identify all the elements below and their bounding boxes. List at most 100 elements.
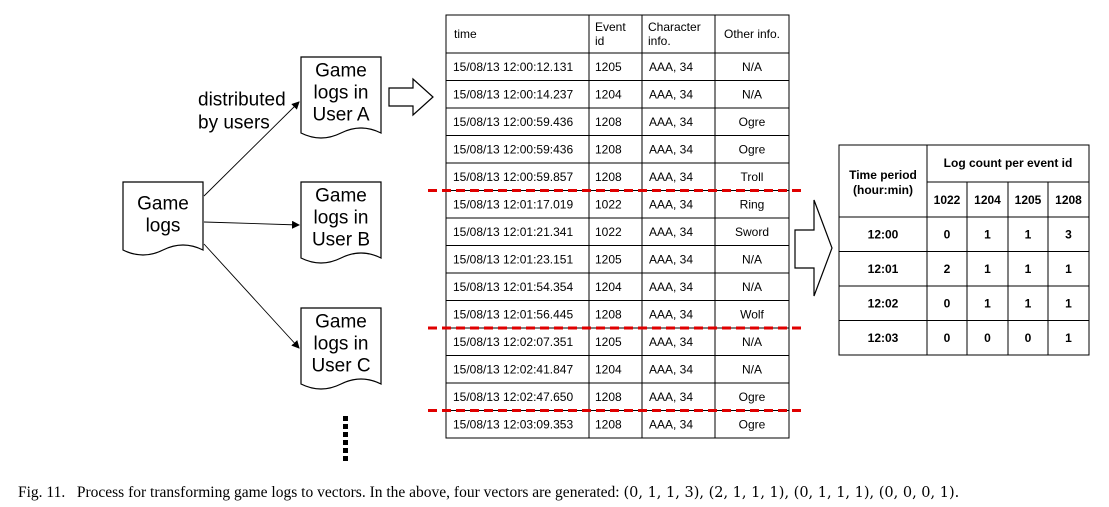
log-count-cell: 1: [1025, 296, 1032, 310]
log-time-cell: 15/08/13 12:01:17.019: [453, 197, 573, 211]
log-other-info-cell: Ogre: [739, 142, 766, 156]
log-other-info-cell: Ogre: [739, 115, 766, 129]
log-count-cell: 3: [1065, 227, 1072, 241]
distributed-label: by users: [198, 113, 270, 134]
log-event-id-cell: 1022: [595, 197, 622, 211]
log-event-id-cell: 1205: [595, 335, 622, 349]
log-count-cell: 1: [1025, 262, 1032, 276]
log-other-info-cell: N/A: [742, 87, 762, 101]
log-count-cell: 1: [984, 227, 991, 241]
log-time-cell: 15/08/13 12:01:21.341: [453, 225, 573, 239]
log-count-cell: 0: [944, 227, 951, 241]
log-count-cell: 1: [984, 296, 991, 310]
event-id-header: 1022: [934, 193, 961, 207]
distribution-arrow: [203, 243, 300, 349]
user-logs-document: [300, 307, 382, 390]
log-character-cell: AAA, 34: [649, 280, 693, 294]
game-logs-line: Game: [137, 194, 189, 215]
game-logs-line: logs: [146, 216, 181, 237]
caption-vectors: (0, 1, 1, 3), (2, 1, 1, 1), (0, 1, 1, 1)…: [623, 485, 960, 501]
log-time-cell: 15/08/13 12:01:54.354: [453, 280, 573, 294]
user-logs-line: Game: [315, 61, 367, 82]
log-character-cell: AAA, 34: [649, 170, 693, 184]
event-id-header: 1204: [974, 193, 1001, 207]
log-time-cell: 15/08/13 12:02:41.847: [453, 362, 573, 376]
user-logs-line: User C: [311, 356, 370, 377]
log-event-id-cell: 1205: [595, 60, 622, 74]
log-event-id-cell: 1208: [595, 170, 622, 184]
log-table-header: Event: [595, 20, 626, 34]
log-other-info-cell: Ring: [740, 197, 765, 211]
distributed-label: distributed: [198, 90, 286, 111]
log-count-cell: 0: [944, 296, 951, 310]
block-arrow-to-count-table: [794, 199, 833, 297]
log-character-cell: AAA, 34: [649, 197, 693, 211]
log-time-cell: 15/08/13 12:00:59.436: [453, 115, 573, 129]
time-period-cell: 12:02: [868, 296, 899, 310]
distribution-arrow: [203, 101, 300, 197]
ellipsis-dot: [343, 440, 348, 445]
log-table-header: info.: [648, 34, 671, 48]
log-count-header: Log count per event id: [944, 156, 1073, 170]
log-other-info-cell: Sword: [735, 225, 769, 239]
user-logs-document: [300, 181, 382, 264]
log-other-info-cell: Ogre: [739, 390, 766, 404]
log-time-cell: 15/08/13 12:01:23.151: [453, 252, 573, 266]
log-count-cell: 0: [1025, 331, 1032, 345]
log-event-id-cell: 1022: [595, 225, 622, 239]
log-character-cell: AAA, 34: [649, 417, 693, 431]
log-event-id-cell: 1208: [595, 142, 622, 156]
event-id-header: 1208: [1055, 193, 1082, 207]
user-logs-line: User B: [312, 230, 370, 251]
log-character-cell: AAA, 34: [649, 115, 693, 129]
log-table-header: Character: [648, 20, 701, 34]
log-time-cell: 15/08/13 12:00:14.237: [453, 87, 573, 101]
time-period-cell: 12:00: [868, 227, 899, 241]
user-logs-line: Game: [315, 186, 367, 207]
more-users-ellipsis: [343, 416, 348, 461]
user-logs-line: Game: [315, 312, 367, 333]
log-time-cell: 15/08/13 12:02:47.650: [453, 390, 573, 404]
event-id-header: 1205: [1015, 193, 1042, 207]
log-character-cell: AAA, 34: [649, 335, 693, 349]
log-event-id-cell: 1208: [595, 390, 622, 404]
log-character-cell: AAA, 34: [649, 142, 693, 156]
log-time-cell: 15/08/13 12:00:12.131: [453, 60, 573, 74]
log-other-info-cell: N/A: [742, 280, 762, 294]
user-logs-line: User A: [312, 105, 369, 126]
log-other-info-cell: Ogre: [739, 417, 766, 431]
log-count-cell: 1: [1065, 331, 1072, 345]
user-logs-line: logs in: [314, 334, 369, 355]
log-event-id-cell: 1204: [595, 87, 622, 101]
log-time-cell: 15/08/13 12:00:59.857: [453, 170, 573, 184]
ellipsis-dot: [343, 456, 348, 461]
log-character-cell: AAA, 34: [649, 87, 693, 101]
caption-label: Fig. 11.: [18, 484, 66, 501]
log-event-id-cell: 1204: [595, 280, 622, 294]
log-count-cell: 2: [944, 262, 951, 276]
log-event-id-cell: 1208: [595, 115, 622, 129]
log-other-info-cell: Troll: [741, 170, 764, 184]
figure-caption: Fig. 11. Process for transforming game l…: [18, 484, 1103, 502]
log-other-info-cell: N/A: [742, 60, 762, 74]
log-count-cell: 1: [984, 262, 991, 276]
log-count-cell: 1: [1025, 227, 1032, 241]
log-count-cell: 0: [944, 331, 951, 345]
log-character-cell: AAA, 34: [649, 252, 693, 266]
block-arrow-to-log-table: [388, 77, 434, 117]
log-other-info-cell: Wolf: [740, 307, 764, 321]
log-event-id-cell: 1208: [595, 417, 622, 431]
log-time-cell: 15/08/13 12:02:07.351: [453, 335, 573, 349]
log-table-header: time: [454, 27, 477, 41]
ellipsis-dot: [343, 416, 348, 421]
log-count-cell: 1: [1065, 296, 1072, 310]
user-logs-line: logs in: [314, 208, 369, 229]
log-character-cell: AAA, 34: [649, 390, 693, 404]
log-table-header: id: [595, 34, 604, 48]
log-other-info-cell: N/A: [742, 362, 762, 376]
game-logs-document: [122, 181, 204, 256]
ellipsis-dot: [343, 448, 348, 453]
log-event-id-cell: 1208: [595, 307, 622, 321]
log-character-cell: AAA, 34: [649, 307, 693, 321]
